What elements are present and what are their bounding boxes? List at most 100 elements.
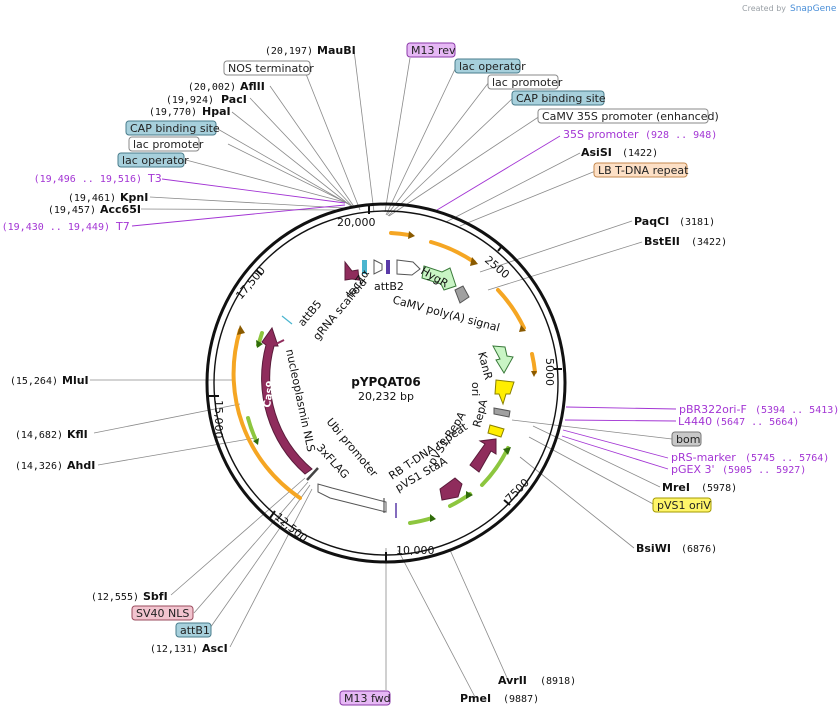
primer-prs: pRS-marker	[671, 451, 736, 464]
primer-leaders	[131, 135, 677, 470]
site-coord-kpni: (19,461)	[68, 193, 116, 204]
site-coord-kfli: (14,682)	[15, 430, 63, 441]
brand-name: SnapGene	[790, 4, 837, 14]
box-cap-left-label: CAP binding site	[130, 122, 220, 135]
box-nos	[223, 60, 311, 76]
box-bom	[671, 431, 702, 447]
box-lacprom-top-label: lac promoter	[492, 76, 563, 89]
repa-arrow	[469, 438, 497, 473]
box-lacop-left	[117, 152, 185, 168]
box-lacop-left-label: lac operator	[122, 154, 189, 167]
attb2-label: attB2	[374, 280, 404, 293]
primer-l4440: L4440	[678, 415, 712, 428]
lacz-arrow	[344, 260, 360, 281]
polya-arrow	[396, 259, 421, 276]
box-lb-tdna-label: LB T-DNA repeat	[598, 164, 689, 177]
box-m13rev	[406, 42, 456, 58]
site-coord-pmei: (9887)	[503, 694, 539, 705]
site-coord-sbfi: (12,555)	[91, 592, 139, 603]
primer-coord-prs: (5745 .. 5764)	[745, 453, 829, 464]
site-coord-paqci: (3181)	[679, 217, 715, 228]
site-coord-asisi: (1422)	[622, 148, 658, 159]
site-coord-mrei: (5978)	[701, 483, 737, 494]
box-sv40-label: SV40 NLS	[136, 607, 189, 620]
box-attb1	[175, 622, 212, 638]
hygr-arrow	[421, 265, 457, 291]
site-maubi: MauBI	[317, 44, 356, 57]
plasmid-name: pYPQAT06	[351, 375, 421, 389]
box-pvs1-oriv-label: pVS1 oriV	[657, 499, 711, 512]
site-pmei: PmeI	[460, 692, 491, 705]
site-bsteii: BstEII	[644, 235, 680, 248]
site-paqci: PaqCI	[634, 215, 669, 228]
box-m13rev-label: M13 rev	[411, 44, 456, 57]
primer-coord-pgex: (5905 .. 5927)	[722, 465, 806, 476]
tick-label-20000: 20,000	[337, 216, 376, 229]
operator-marker	[362, 260, 367, 274]
box-lacop-top	[454, 58, 521, 74]
tick-label-12500: 12,500	[272, 510, 310, 545]
site-aflii: AflII	[240, 80, 265, 93]
site-mrei: MreI	[662, 481, 690, 494]
site-sbfi: SbfI	[143, 590, 168, 603]
site-coord-mlui: (15,264)	[10, 376, 58, 387]
cas9-arrow	[261, 326, 313, 475]
sites-right: AsiSI (1422) PaqCI (3181) BstEII (3422) …	[460, 146, 737, 705]
site-mlui: MluI	[62, 374, 89, 387]
primer-pgex: pGEX 3'	[671, 463, 715, 476]
primer-t7: T7	[115, 220, 130, 233]
attb2-marker	[386, 260, 390, 274]
box-lacprom-left	[128, 136, 200, 152]
box-cap-left	[125, 120, 217, 136]
box-lacprom-top	[487, 74, 559, 90]
site-coord-asci: (12,131)	[150, 644, 198, 655]
site-avrii: AvrII	[498, 674, 527, 687]
box-nos-label: NOS terminator	[228, 62, 314, 75]
site-paci: PacI	[221, 93, 247, 106]
tick-marks	[209, 204, 562, 562]
tick-label-15000: 15,000	[212, 400, 225, 439]
oriv-box	[487, 424, 505, 438]
feature-boxes: NOS terminator M13 rev lac operator lac …	[117, 42, 719, 706]
tick-label-10000: 10,000	[396, 544, 435, 557]
hygr-label: HygR	[419, 264, 451, 290]
nls-marker	[275, 339, 285, 345]
box-lacprom-left-label: lac promoter	[133, 138, 204, 151]
box-pvs1-oriv	[652, 497, 712, 513]
repa-label: RepA	[470, 397, 490, 428]
box-cap-top-label: CAP binding site	[516, 92, 606, 105]
site-acc65i: Acc65I	[100, 203, 141, 216]
primer-pbr322: pBR322ori-F	[679, 403, 747, 416]
staa-arrow	[439, 477, 463, 501]
ori-arrow	[494, 379, 515, 406]
site-bsiwi: BsiWI	[636, 542, 671, 555]
site-ahdi: AhdI	[67, 459, 95, 472]
attb-arrow	[373, 259, 383, 275]
tick-label-5000: 5000	[543, 358, 556, 386]
kanr-arrow	[492, 345, 514, 374]
primer-coord-t3: (19,496 .. 19,516)	[34, 174, 142, 185]
box-attb1-label: attB1	[180, 624, 210, 637]
primer-35s: 35S promoter	[563, 128, 639, 141]
orf-green-heads	[253, 340, 511, 522]
box-bom-label: bom	[676, 433, 700, 446]
box-sv40	[131, 605, 194, 621]
bom-box	[493, 407, 511, 418]
site-coord-ahdi: (14,326)	[15, 461, 63, 472]
camv-polya-label: CaMV poly(A) signal	[391, 293, 501, 334]
primers: (19,496 .. 19,516) T3 (19,430 .. 19,449)…	[2, 128, 840, 476]
brand-prefix: Created by	[742, 4, 786, 13]
primer-coord-t7: (19,430 .. 19,449)	[2, 222, 110, 233]
nucleoplasmin-label: nucleoplasmin NLS	[283, 348, 317, 453]
site-coord-bsteii: (3422)	[691, 237, 727, 248]
site-coord-bsiwi: (6876)	[681, 544, 717, 555]
orf-arrowheads	[237, 231, 537, 377]
site-kfli: KflI	[67, 428, 88, 441]
box-lb-tdna	[593, 162, 688, 178]
plasmid-size: 20,232 bp	[358, 390, 414, 403]
flag-marker	[306, 467, 319, 481]
site-coord-paci: (19,924)	[166, 95, 214, 106]
cas9-label: Cas9	[262, 380, 277, 408]
ubi-promoter-arrow	[317, 483, 387, 513]
